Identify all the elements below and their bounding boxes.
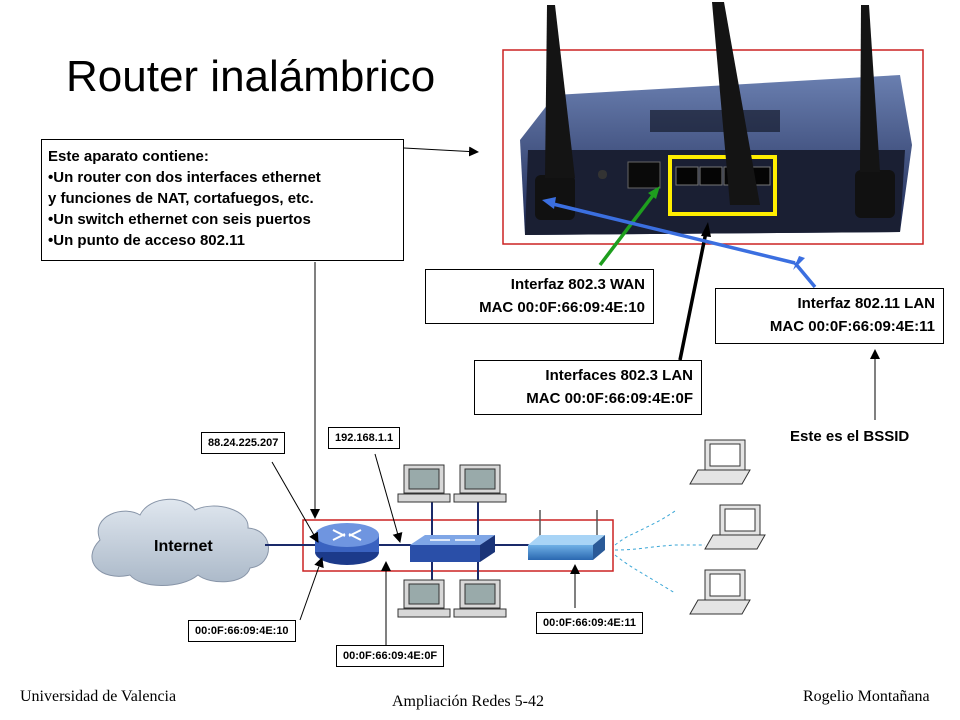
wlan-label-line1: Interfaz 802.11 LAN xyxy=(797,295,935,312)
private-ip-label: 192.168.1.1 xyxy=(328,427,401,449)
router-photo xyxy=(502,2,924,245)
info-item: •Un switch ethernet con seis puertos xyxy=(48,211,311,228)
laptop-icons xyxy=(689,439,766,615)
wan-label: Interfaz 802.3 WAN MAC 00:0F:66:09:4E:10 xyxy=(425,269,654,324)
wan-label-line1: Interfaz 802.3 WAN xyxy=(510,276,645,293)
info-item: •Un router con dos interfaces ethernet xyxy=(48,169,321,186)
router-icon xyxy=(315,523,379,565)
info-heading: Este aparato contiene: xyxy=(48,148,209,165)
wlan-label: Interfaz 802.11 LAN MAC 00:0F:66:09:4E:1… xyxy=(715,288,944,344)
bssid-note: Este es el BSSID xyxy=(790,428,910,445)
lan-label: Interfaces 802.3 LAN MAC 00:0F:66:09:4E:… xyxy=(474,360,702,415)
wan-label-line2: MAC 00:0F:66:09:4E:10 xyxy=(479,299,645,316)
lan-label-line2: MAC 00:0F:66:09:4E:0F xyxy=(526,390,693,407)
wlan-label-line2: MAC 00:0F:66:09:4E:11 xyxy=(769,318,935,335)
mac-lan-label: 00:0F:66:09:4E:0F xyxy=(336,645,445,667)
public-ip-label: 88.24.225.207 xyxy=(201,432,286,454)
switch-icon xyxy=(410,535,495,562)
wlan-arrow-a xyxy=(793,261,817,289)
footer-left: Universidad de Valencia xyxy=(20,688,177,705)
pc-icons xyxy=(397,464,507,618)
info-box: Este aparato contiene: •Un router con do… xyxy=(41,139,404,261)
mac-wan-label: 00:0F:66:09:4E:10 xyxy=(188,620,296,642)
lan-arrow xyxy=(678,231,708,361)
info-item: •Un punto de acceso 802.11 xyxy=(48,232,245,249)
footer-center: Ampliación Redes 5-42 xyxy=(392,693,544,710)
lan-label-line1: Interfaces 802.3 LAN xyxy=(545,367,693,384)
access-point-icon xyxy=(528,510,605,560)
page-title: Router inalámbrico xyxy=(66,52,436,101)
internet-label: Internet xyxy=(154,538,213,555)
mac-wlan-label: 00:0F:66:09:4E:11 xyxy=(536,612,643,634)
wan-arrow xyxy=(598,192,656,267)
internet-cloud xyxy=(91,498,269,586)
footer-right: Rogelio Montañana xyxy=(803,688,930,705)
info-item: y funciones de NAT, cortafuegos, etc. xyxy=(48,190,314,207)
wlan-arrow-b xyxy=(552,202,796,265)
